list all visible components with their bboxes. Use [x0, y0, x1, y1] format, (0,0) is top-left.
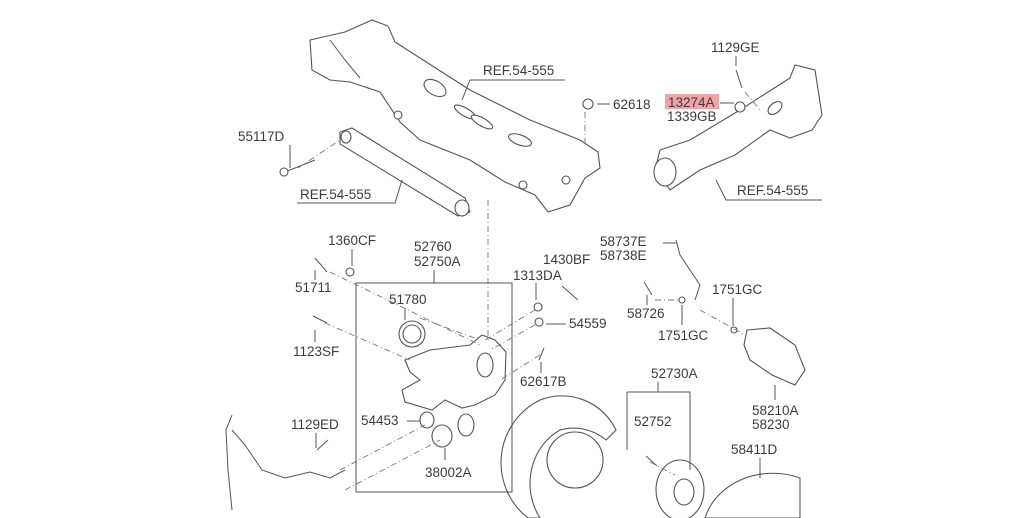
part-label[interactable]: 58210A	[752, 403, 799, 418]
part-label[interactable]: 58411D	[731, 442, 778, 457]
knuckle-part[interactable]	[398, 320, 507, 448]
part-label[interactable]: 51711	[295, 280, 332, 295]
part-label[interactable]: 62618	[613, 97, 651, 112]
part-label[interactable]: 54559	[569, 316, 607, 331]
part-label[interactable]: 52730A	[651, 366, 698, 381]
caliper-part[interactable]	[743, 327, 806, 386]
brake-disc-part[interactable]	[704, 472, 801, 518]
part-label[interactable]: 62617B	[520, 374, 567, 389]
brake-hose-part[interactable]	[675, 239, 701, 301]
ref-label[interactable]: REF.54-555	[483, 63, 554, 78]
part-label[interactable]: 54453	[361, 413, 399, 428]
lower-arm-part[interactable]	[339, 127, 471, 217]
part-label[interactable]: 58230	[752, 417, 790, 432]
part-label[interactable]: 51780	[389, 292, 427, 307]
part-label[interactable]: 1430BF	[543, 252, 590, 267]
part-label[interactable]: 52750A	[414, 254, 461, 269]
part-label[interactable]: 58738E	[600, 248, 647, 263]
fasteners	[279, 69, 746, 467]
part-label[interactable]: 58737E	[600, 234, 647, 249]
ref-label[interactable]: REF.54-555	[737, 183, 808, 198]
ref-label[interactable]: REF.54-555	[300, 187, 371, 202]
part-label[interactable]: 1129ED	[291, 417, 339, 432]
part-label[interactable]: 55117D	[238, 129, 285, 144]
part-label[interactable]: 58726	[627, 306, 665, 321]
part-label[interactable]: 52752	[634, 414, 672, 429]
leader-lines	[289, 56, 822, 478]
assembly-lines	[297, 91, 761, 491]
trailing-arm-part[interactable]	[653, 64, 823, 191]
highlight-box	[665, 94, 719, 109]
hub-bearing-part[interactable]	[655, 459, 705, 518]
part-label-highlighted[interactable]: 13274A	[668, 95, 715, 110]
part-label[interactable]: 1129GE	[711, 40, 760, 55]
part-label[interactable]: 1313DA	[513, 268, 562, 283]
crossmember-part[interactable]	[309, 19, 601, 213]
backing-plate-part[interactable]	[500, 395, 617, 518]
part-label[interactable]: 1123SF	[293, 344, 339, 359]
part-label[interactable]: 1339GB	[667, 109, 717, 124]
part-label[interactable]: 1751GC	[658, 328, 709, 343]
wheel-speed-sensor-part[interactable]	[225, 414, 346, 511]
part-label[interactable]: 1360CF	[328, 233, 376, 248]
part-label[interactable]: 1751GC	[712, 282, 763, 297]
part-label[interactable]: 38002A	[425, 465, 472, 480]
part-label[interactable]: 52760	[414, 239, 452, 254]
